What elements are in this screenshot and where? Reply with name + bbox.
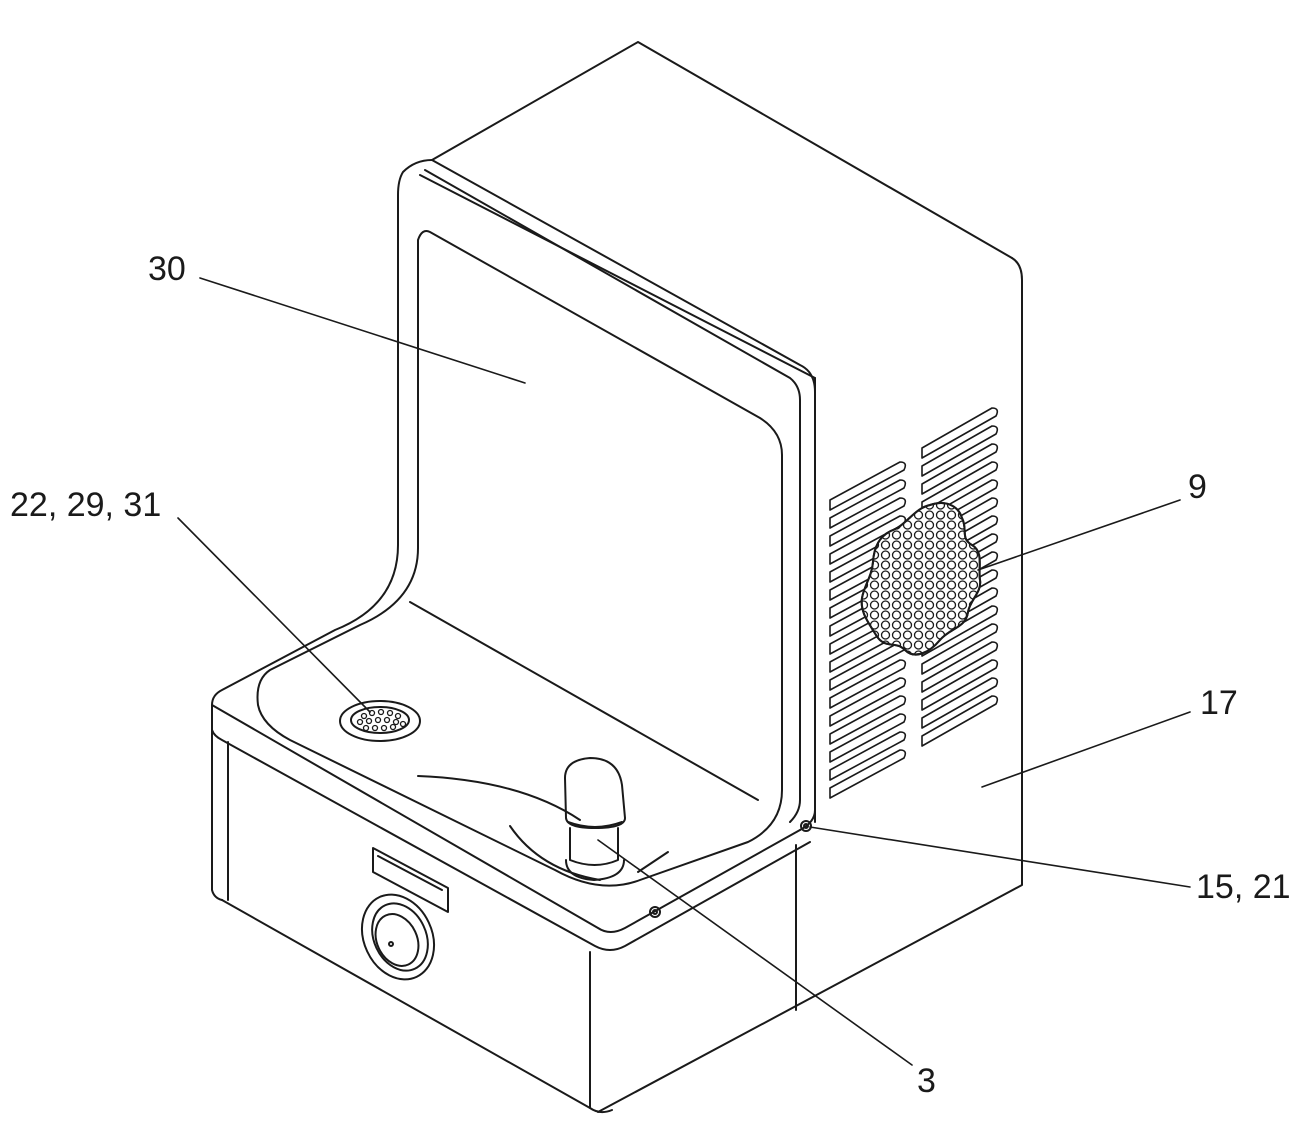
leader-3 — [597, 839, 913, 1066]
leader-15-21 — [809, 826, 1191, 888]
drain-outer — [339, 700, 421, 742]
label-22-29-31: 22, 29, 31 — [10, 486, 162, 524]
screw-side-inner — [803, 823, 809, 829]
bubbler-stem — [569, 827, 619, 866]
basin-back-line — [409, 601, 759, 801]
backsplash-panel-inner — [256, 230, 783, 887]
cabinet-top-edge — [419, 174, 816, 379]
basin-curve-3 — [637, 851, 669, 873]
backsplash-rim — [431, 159, 816, 393]
label-9: 9 — [1188, 468, 1207, 506]
cabinet-top-face — [431, 41, 1013, 259]
lower-housing-bottom — [221, 899, 613, 1114]
leader-22-29-31 — [177, 517, 371, 713]
nameplate — [372, 847, 449, 913]
push-button-ring — [371, 902, 429, 972]
drain-holes — [356, 708, 407, 732]
drain-inner — [350, 706, 410, 734]
louvers-right — [921, 407, 999, 747]
basin-curve-1 — [417, 775, 581, 821]
label-3: 3 — [917, 1062, 936, 1100]
label-15-21: 15, 21 — [1196, 868, 1291, 906]
basin-deck-front — [211, 704, 801, 933]
bubbler-ring — [567, 821, 623, 828]
label-30: 30 — [148, 250, 186, 288]
push-button-bezel — [361, 893, 435, 981]
leader-9 — [977, 499, 1181, 571]
bubbler-head — [564, 757, 626, 829]
leader-lines — [177, 277, 1191, 1066]
screw-front-inner — [652, 909, 658, 915]
screw-side — [800, 820, 812, 832]
nameplate-inner — [377, 855, 443, 891]
label-17: 17 — [1200, 684, 1238, 722]
leader-30 — [199, 277, 526, 384]
push-button-cap — [374, 913, 420, 967]
push-button-dot — [388, 941, 394, 947]
cabinet-side-face — [597, 257, 1023, 1113]
screw-front — [649, 906, 661, 918]
backsplash-rim-inner — [424, 169, 801, 823]
lower-housing-left — [211, 729, 223, 901]
leader-17 — [981, 711, 1191, 788]
bubbler-base — [565, 859, 625, 881]
backsplash-outer — [211, 159, 433, 731]
basin-deck-lower — [211, 729, 811, 951]
basin-curve-2 — [509, 825, 601, 881]
